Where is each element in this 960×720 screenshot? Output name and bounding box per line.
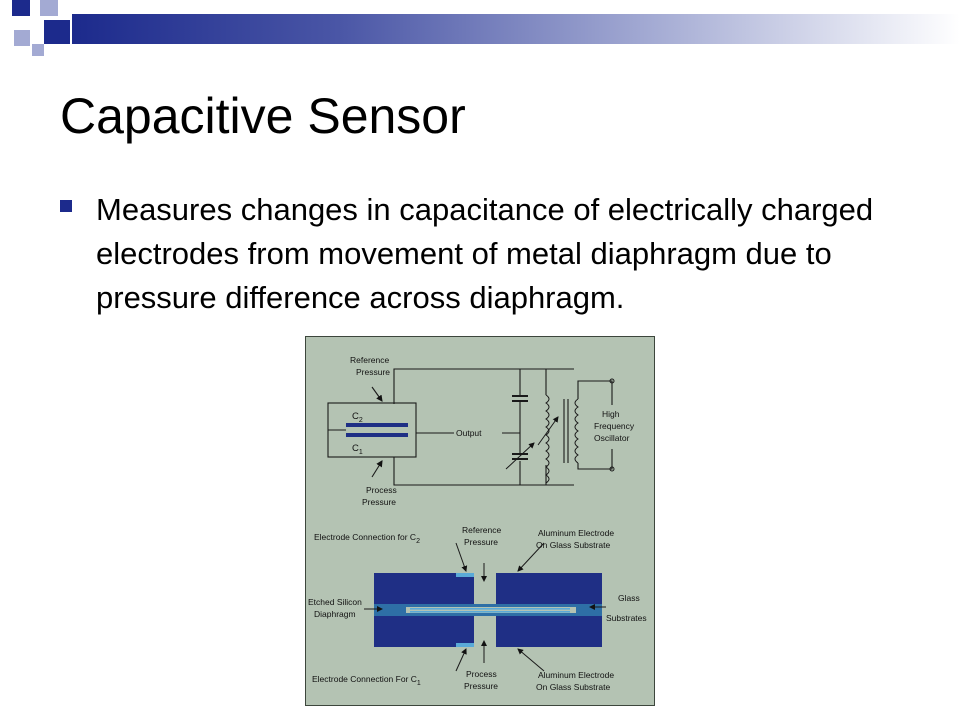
cross-section-arrows: [364, 542, 606, 672]
oscillator-label: Oscillator: [594, 433, 630, 443]
c1-label: C1: [352, 443, 363, 456]
inductor-coils: [537, 394, 579, 484]
header-square-light: [32, 44, 44, 56]
diagram-svg: Reference Pressure C2 C1 Output Process …: [308, 355, 647, 692]
electrode-connection-c1-label: Electrode Connection For C1: [312, 674, 421, 687]
slide-title: Capacitive Sensor: [60, 88, 466, 144]
etched-silicon-diaphragm-label: Diaphragm: [314, 609, 356, 619]
c2-label: C2: [352, 411, 363, 424]
oscillator-label: High: [602, 409, 620, 419]
sensor-cross-section: [374, 573, 602, 647]
capacitor-plates: [328, 395, 535, 470]
header-square-light: [14, 30, 30, 46]
aluminum-electrode-top-label: Aluminum Electrode: [538, 528, 614, 538]
glass-substrates-label: Glass: [618, 593, 640, 603]
process-pressure-label: Pressure: [464, 681, 498, 691]
capacitive-sensor-diagram: Reference Pressure C2 C1 Output Process …: [305, 336, 655, 706]
bullet-square-icon: [60, 200, 72, 212]
electrode-connection-c2-label: Electrode Connection for C2: [314, 532, 420, 545]
process-pressure-label: Pressure: [362, 497, 396, 507]
aluminum-electrode-bottom-label: Aluminum Electrode: [538, 670, 614, 680]
reference-pressure-label: Reference: [350, 355, 389, 365]
aluminum-electrode-bottom-label: On Glass Substrate: [536, 682, 610, 692]
glass-substrates-label: Substrates: [606, 613, 647, 623]
process-pressure-label: Process: [366, 485, 397, 495]
reference-pressure-label: Pressure: [356, 367, 390, 377]
oscillator-label: Frequency: [594, 421, 635, 431]
header-square-dark: [44, 20, 70, 44]
bullet-text: Measures changes in capacitance of elect…: [96, 192, 874, 315]
circuit-wiring: [327, 368, 613, 486]
header-square-dark: [12, 0, 30, 16]
aluminum-electrode-top-label: On Glass Substrate: [536, 540, 610, 550]
header-gradient-band: [72, 14, 960, 44]
reference-pressure-label: Pressure: [464, 537, 498, 547]
header-square-light: [40, 0, 58, 16]
etched-silicon-diaphragm-label: Etched Silicon: [308, 597, 362, 607]
reference-pressure-label: Reference: [462, 525, 501, 535]
process-pressure-label: Process: [466, 669, 497, 679]
output-label: Output: [456, 428, 482, 438]
